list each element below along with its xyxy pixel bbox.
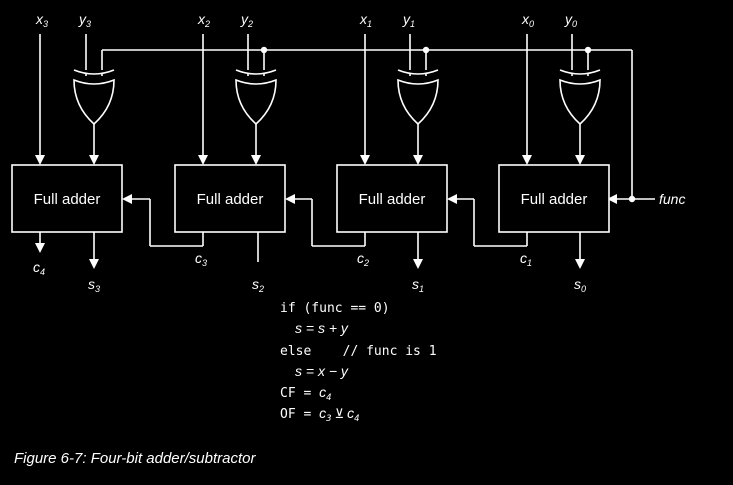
output-c4: c4 xyxy=(33,259,45,277)
xor-gate-2 xyxy=(235,79,277,125)
stage-3 xyxy=(11,34,123,269)
full-adder-3-label: Full adder xyxy=(34,191,101,208)
full-adder-1-label: Full adder xyxy=(359,191,426,208)
input-y1: y1 xyxy=(402,11,415,29)
code-cf-line: CF = c4 xyxy=(280,384,332,403)
func-label: func xyxy=(659,191,685,207)
input-y3: y3 xyxy=(78,11,91,29)
full-adder-2 xyxy=(174,164,286,233)
input-x2: x2 xyxy=(197,11,210,29)
output-s0: s0 xyxy=(574,276,586,294)
output-s2: s2 xyxy=(252,276,264,294)
code-line-3: else // func is 1 xyxy=(280,344,437,359)
code-line-1: if (func == 0) xyxy=(280,301,390,316)
output-s1: s1 xyxy=(412,276,424,294)
input-x1: x1 xyxy=(359,11,372,29)
code-line-4: s = x − y xyxy=(295,363,349,379)
input-x0: x0 xyxy=(521,11,534,29)
full-adder-1 xyxy=(336,164,448,233)
xor-gate-0 xyxy=(559,79,601,125)
full-adder-0 xyxy=(498,164,610,233)
figure-caption: Figure 6-7: Four-bit adder/subtractor xyxy=(14,450,257,467)
code-of-line: OF = c3⊻c4 xyxy=(280,405,360,424)
output-s3: s3 xyxy=(88,276,100,294)
operation-code: if (func == 0) s = s + y else // func is… xyxy=(280,301,437,424)
input-y0: y0 xyxy=(564,11,577,29)
full-adder-3 xyxy=(11,164,123,233)
xor-gate-1 xyxy=(397,79,439,125)
xor-gate-3 xyxy=(73,79,115,125)
code-line-2: s = s + y xyxy=(295,320,349,336)
input-y2: y2 xyxy=(240,11,253,29)
carry-c2: c2 xyxy=(357,250,369,268)
full-adder-2-label: Full adder xyxy=(197,191,264,208)
carry-c1: c1 xyxy=(520,250,532,268)
input-x3: x3 xyxy=(35,11,48,29)
stage-1 xyxy=(285,34,448,269)
stage-2 xyxy=(122,34,286,262)
stage-0 xyxy=(447,34,610,269)
carry-c3: c3 xyxy=(195,250,207,268)
full-adder-0-label: Full adder xyxy=(521,191,588,208)
